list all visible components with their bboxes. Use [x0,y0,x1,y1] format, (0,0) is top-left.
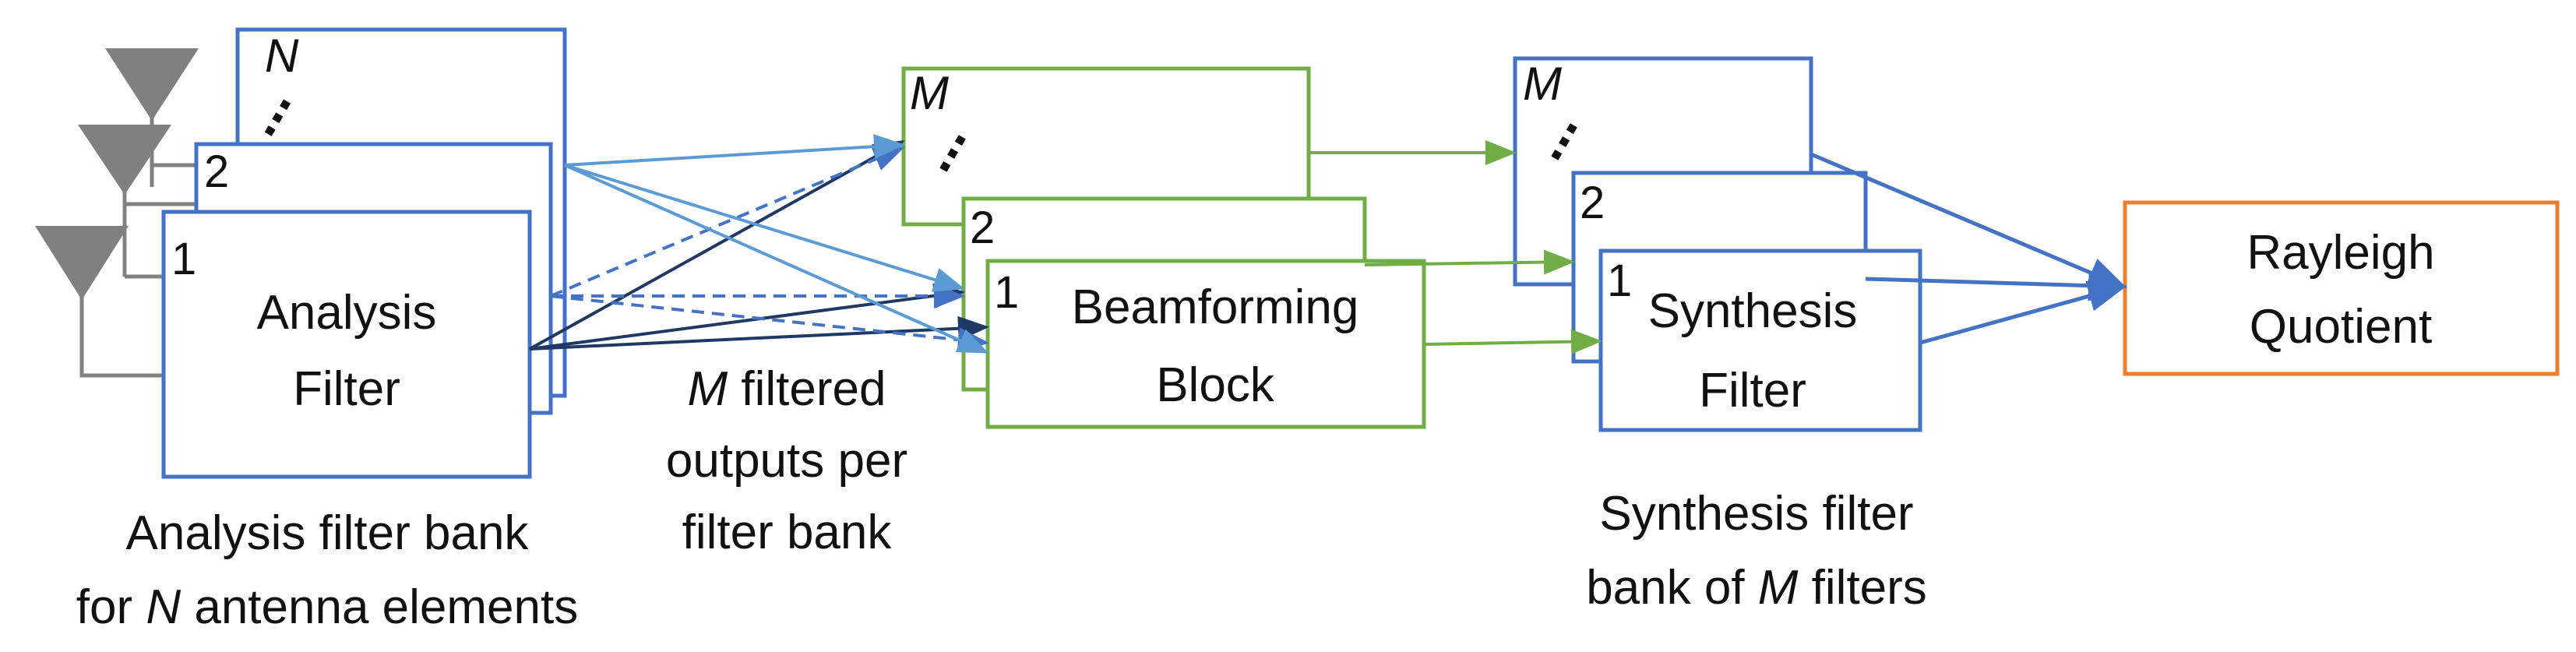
synthesis-block-label-line2: Filter [1699,364,1806,418]
analysis-filter-bank [161,27,567,479]
analysis-block-label-line1: Analysis [257,286,437,340]
arrow-analysisN-to-beam1 [564,164,989,354]
middle-caption: M filtered outputs per filter bank [666,362,907,559]
analysis-filter-box-1 [161,210,532,479]
arrow-beam2-to-synth2 [1364,249,1575,275]
beamforming-to-synthesis-arrows [1309,140,1602,354]
analysis-index-n: N [265,30,299,82]
beamforming-block-label-line2: Block [1156,358,1275,412]
analysis-caption-line1: Analysis filter bank [126,506,530,560]
synthesis-index-1: 1 [1607,256,1632,306]
antenna-group [35,48,241,378]
arrow-synth2-to-rayleigh [1865,270,2127,301]
arrow-beam1-to-synth1 [1423,329,1602,354]
beamforming-index-1: 1 [994,267,1019,318]
arrow-analysis1-to-beamM [529,140,905,351]
synthesis-block-label-line1: Synthesis [1648,284,1858,338]
rayleigh-label-line1: Rayleigh [2247,226,2434,280]
antenna-icon-1 [35,204,164,378]
beamforming-block-label-line1: Beamforming [1072,280,1359,334]
arrow-analysis1-to-beam2 [529,283,965,351]
arrow-analysis1-to-beam1 [529,315,989,351]
arrow-analysis2-to-beam1 [550,294,989,353]
middle-caption-line2: outputs per [666,434,907,488]
synthesis-to-rayleigh-arrows [1810,152,2127,345]
middle-caption-line1: M filtered [688,362,886,416]
middle-caption-line3: filter bank [682,506,893,559]
analysis-block-label-line2: Filter [293,362,400,416]
analysis-caption: Analysis filter bank for N antenna eleme… [76,506,579,634]
synthesis-caption: Synthesis filter bank of M filters [1586,487,1927,615]
arrow-synth1-to-rayleigh [1919,280,2127,345]
synthesis-caption-line1: Synthesis filter [1599,487,1913,541]
analysis-index-1: 1 [171,234,196,284]
rayleigh-quotient-box [2123,200,2560,376]
rayleigh-label-line2: Quotient [2250,300,2432,354]
arrow-synthM-to-rayleigh [1810,152,2127,289]
synthesis-index-m: M [1523,58,1562,110]
analysis-index-2: 2 [204,146,229,197]
arrow-analysisN-to-beamM [564,134,905,167]
beamforming-index-2: 2 [970,203,995,253]
arrow-analysis2-to-beamM [550,146,905,298]
analysis-caption-line2: for N antenna elements [76,580,579,634]
arrow-analysisN-to-beam2 [564,164,965,292]
analysis-to-beamforming-arrows [529,134,989,354]
synthesis-index-2: 2 [1580,178,1605,228]
beamforming-index-m: M [910,67,949,119]
synthesis-caption-line2: bank of M filters [1586,561,1927,615]
